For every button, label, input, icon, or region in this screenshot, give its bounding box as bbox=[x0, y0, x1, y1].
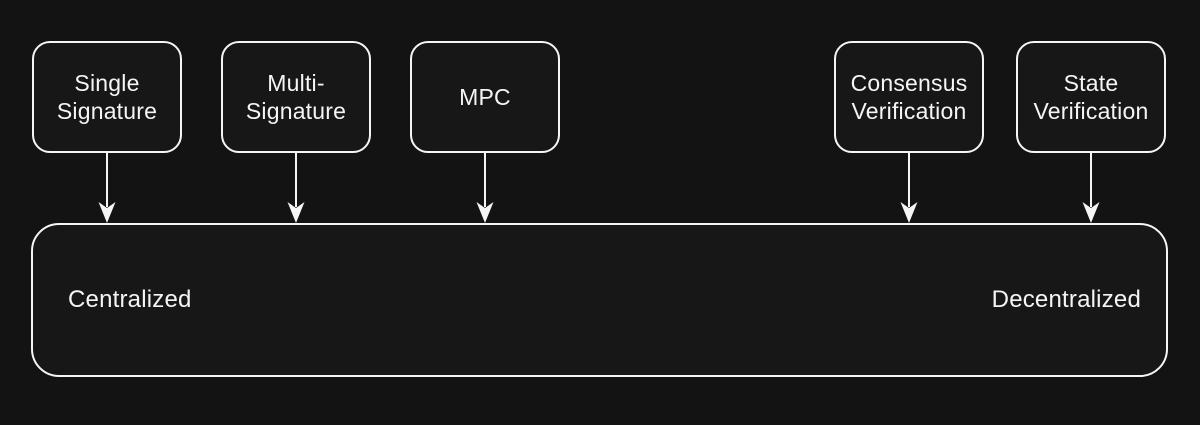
node-consensus-verification: Consensus Verification bbox=[834, 41, 984, 153]
node-state-verification: State Verification bbox=[1016, 41, 1166, 153]
arrow-down-consensus-verification bbox=[900, 153, 918, 223]
node-mpc: MPC bbox=[410, 41, 560, 153]
arrow-down-multi-signature bbox=[287, 153, 305, 223]
spectrum-left-label: Centralized bbox=[68, 286, 192, 313]
arrow-down-state-verification bbox=[1082, 153, 1100, 223]
arrow-down-single-signature bbox=[98, 153, 116, 223]
node-single-signature: Single Signature bbox=[32, 41, 182, 153]
node-multi-signature: Multi- Signature bbox=[221, 41, 371, 153]
node-label: Single Signature bbox=[56, 70, 158, 124]
arrow-down-mpc bbox=[476, 153, 494, 223]
node-label: State Verification bbox=[1033, 70, 1149, 124]
spectrum-right-label: Decentralized bbox=[991, 286, 1141, 313]
node-label: Multi- Signature bbox=[245, 70, 347, 124]
spectrum-bar: Centralized Decentralized bbox=[31, 223, 1168, 377]
node-label: MPC bbox=[459, 84, 511, 110]
node-label: Consensus Verification bbox=[850, 70, 968, 124]
